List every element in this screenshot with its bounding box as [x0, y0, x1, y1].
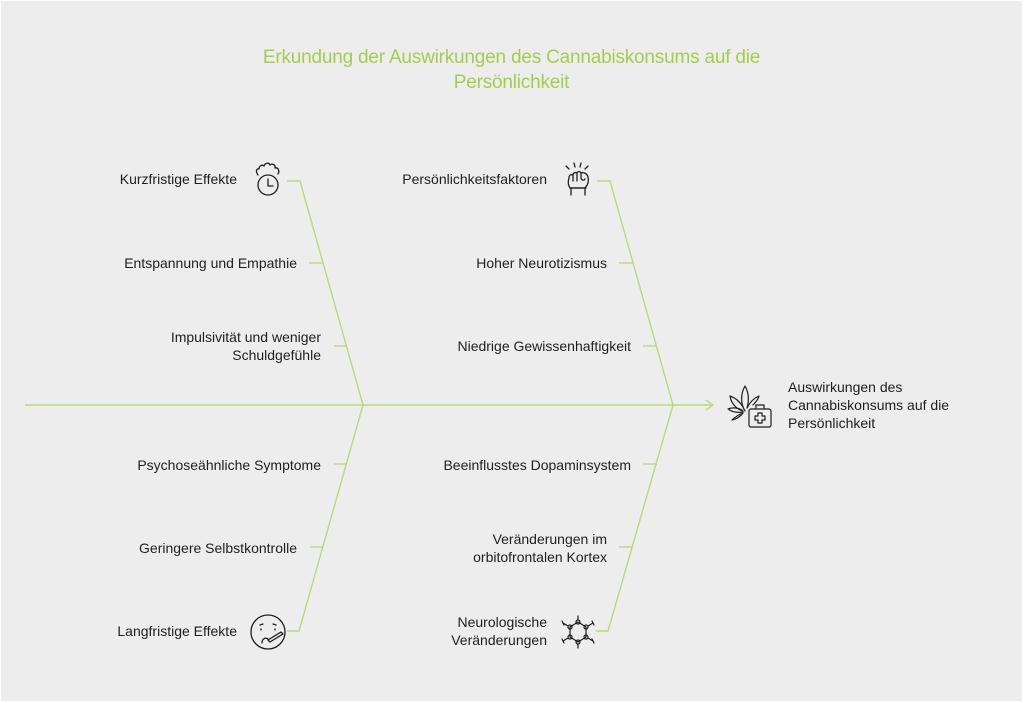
- molecule-icon: [561, 615, 595, 649]
- effect-line-3: Persönlichkeit: [788, 415, 876, 431]
- category-neurological-line-2: Veränderungen: [451, 632, 547, 648]
- cause-impulsivitaet: Impulsivität und weniger Schuldgefühle: [61, 328, 321, 364]
- title-line-1: Erkundung der Auswirkungen des Cannabisk…: [262, 47, 761, 68]
- cause-kortex-line-2: orbitofrontalen Kortex: [473, 549, 607, 565]
- spine-arrowhead: [705, 399, 715, 411]
- cause-entspannung: Entspannung und Empathie: [124, 255, 297, 271]
- cause-impulsivitaet-line-1: Impulsivität und weniger: [170, 329, 321, 345]
- bone-neurological: [596, 404, 674, 632]
- cause-dopamin: Beeinflusstes Dopaminsystem: [443, 457, 631, 473]
- cause-kortex: Veränderungen im orbitofrontalen Kortex: [381, 530, 607, 566]
- category-neurological-line-1: Neurologische: [457, 614, 548, 630]
- cause-gewissenhaftigkeit: Niedrige Gewissenhaftigkeit: [457, 338, 631, 354]
- category-neurological-label: Neurologische Veränderungen: [381, 613, 547, 649]
- category-personality-label: Persönlichkeitsfaktoren: [402, 171, 547, 187]
- sick-face-thermometer-icon: [250, 614, 286, 650]
- cannabis-medkit-icon: [727, 385, 772, 428]
- title-line-2: Persönlichkeit: [453, 72, 570, 93]
- cause-neurotizismus: Hoher Neurotizismus: [476, 255, 607, 271]
- category-short-term-label: Kurzfristige Effekte: [119, 171, 237, 187]
- cause-selbstkontrolle: Geringere Selbstkontrolle: [139, 540, 297, 556]
- diagram-title: Erkundung der Auswirkungen des Cannabisk…: [1, 45, 1022, 95]
- bone-long-term: [287, 404, 364, 632]
- effect-label: Auswirkungen des Cannabiskonsums auf die…: [788, 378, 949, 432]
- effect-line-1: Auswirkungen des: [788, 379, 903, 395]
- bone-short-term: [287, 180, 364, 406]
- bone-personality: [597, 180, 674, 406]
- category-long-term-label: Langfristige Effekte: [117, 623, 237, 639]
- cause-psychose: Psychoseähnliche Symptome: [137, 457, 321, 473]
- cause-kortex-line-1: Veränderungen im: [492, 531, 607, 547]
- flame-clock-icon: [255, 162, 280, 196]
- cause-impulsivitaet-line-2: Schuldgefühle: [232, 347, 321, 363]
- raised-fist-icon: [565, 162, 590, 196]
- effect-line-2: Cannabiskonsums auf die: [788, 397, 950, 413]
